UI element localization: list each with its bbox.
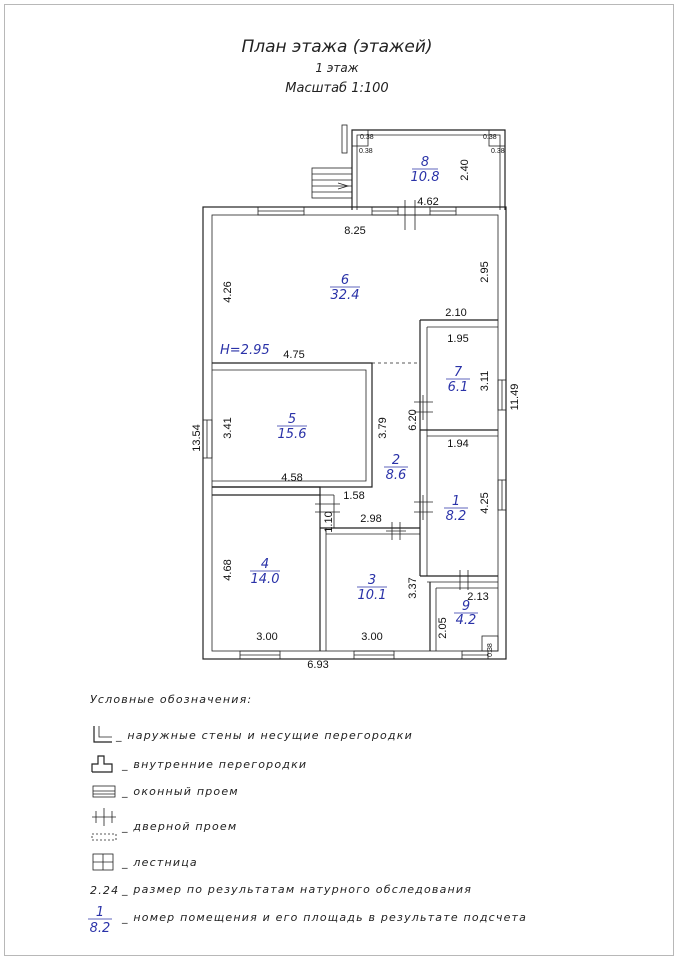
svg-text:_ размер по результатам натурн: _ размер по результатам натурного обслед… xyxy=(121,883,472,896)
svg-text:0.38: 0.38 xyxy=(359,148,373,155)
legend-item-stairs: _ лестница xyxy=(92,853,198,871)
svg-text:_ лестница: _ лестница xyxy=(121,856,198,869)
svg-text:6.1: 6.1 xyxy=(448,380,469,395)
svg-text:3: 3 xyxy=(368,573,376,588)
svg-text:1: 1 xyxy=(96,905,104,920)
svg-text:8.2: 8.2 xyxy=(446,509,467,524)
svg-text:1.94: 1.94 xyxy=(447,438,468,450)
svg-text:4.75: 4.75 xyxy=(283,349,304,361)
svg-text:8.6: 8.6 xyxy=(386,468,407,483)
svg-text:1.58: 1.58 xyxy=(343,490,364,502)
svg-text:2.98: 2.98 xyxy=(360,513,381,525)
legend-item-door: _ дверной проем xyxy=(91,808,237,841)
entrance-stairs xyxy=(311,167,353,199)
svg-text:14.0: 14.0 xyxy=(251,572,280,587)
svg-text:3.00: 3.00 xyxy=(361,631,382,643)
legend-item-room-label: 1 8.2 _ номер помещения и его площадь в … xyxy=(88,905,527,936)
outer-walls xyxy=(202,206,507,660)
entrance-door xyxy=(398,200,430,230)
legend-item-dimension: 2.24 _ размер по результатам натурного о… xyxy=(90,883,472,897)
svg-text:6.20: 6.20 xyxy=(407,409,419,430)
svg-text:1.95: 1.95 xyxy=(447,333,468,345)
svg-text:0.38: 0.38 xyxy=(483,134,497,141)
svg-text:3.37: 3.37 xyxy=(407,577,419,598)
svg-text:1: 1 xyxy=(452,494,460,509)
legend-item-inner-wall: _ внутренние перегородки xyxy=(91,755,307,773)
windows xyxy=(202,206,507,660)
svg-text:4.62: 4.62 xyxy=(417,196,438,208)
svg-text:_ дверной проем: _ дверной проем xyxy=(121,820,237,833)
door-symbol-icon xyxy=(91,808,117,841)
window-symbol-icon xyxy=(92,785,116,798)
svg-text:1.10: 1.10 xyxy=(323,511,335,532)
svg-text:4.2: 4.2 xyxy=(456,613,477,628)
svg-text:2.10: 2.10 xyxy=(445,307,466,319)
svg-text:2.05: 2.05 xyxy=(437,617,449,638)
svg-text:4.68: 4.68 xyxy=(222,559,234,580)
room-2-label: 2 8.6 xyxy=(384,453,408,483)
dimension-labels: 4.62 2.40 0.38 0.38 0.38 0.38 0.38 8.2 5 … xyxy=(191,134,521,671)
svg-text:4.58: 4.58 xyxy=(281,472,302,484)
svg-text:_ оконный проем: _ оконный проем xyxy=(121,785,239,798)
interior-doors xyxy=(315,395,469,590)
svg-text:4.25: 4.25 xyxy=(479,492,491,513)
inner-wall-symbol-icon xyxy=(91,755,113,773)
drawing-sheet xyxy=(4,4,674,956)
svg-text:11.49: 11.49 xyxy=(509,384,521,411)
svg-text:5: 5 xyxy=(288,412,296,427)
scale-label: Масштаб 1:100 xyxy=(285,81,388,96)
svg-text:4: 4 xyxy=(261,557,269,572)
svg-text:13.54: 13.54 xyxy=(191,424,203,452)
svg-text:8: 8 xyxy=(421,155,429,170)
svg-text:8.25: 8.25 xyxy=(344,225,365,237)
svg-text:0.38: 0.38 xyxy=(487,643,494,657)
legend-item-window: _ оконный проем xyxy=(92,785,239,798)
ceiling-height-label: H=2.95 xyxy=(220,343,270,358)
svg-text:9: 9 xyxy=(462,599,470,614)
svg-text:3.00: 3.00 xyxy=(256,631,277,643)
svg-text:_ наружные стены и несущие пер: _ наружные стены и несущие перегородки xyxy=(115,729,413,742)
svg-text:8.2: 8.2 xyxy=(90,921,111,936)
svg-text:15.6: 15.6 xyxy=(278,427,307,442)
svg-text:0.38: 0.38 xyxy=(491,148,505,155)
floor-label: 1 этаж xyxy=(315,61,358,75)
dimension-symbol-icon: 2.24 xyxy=(90,884,119,897)
svg-text:6.93: 6.93 xyxy=(307,659,328,671)
svg-text:3.41: 3.41 xyxy=(222,417,234,438)
svg-text:3.11: 3.11 xyxy=(479,371,491,392)
svg-text:_ номер помещения и его площад: _ номер помещения и его площадь в резуль… xyxy=(121,911,527,924)
room-3-label: 3 10.1 xyxy=(357,573,387,603)
room-6-label: 6 32.4 xyxy=(330,273,360,303)
interior-partitions xyxy=(212,319,499,652)
svg-text:2.13: 2.13 xyxy=(467,591,488,603)
svg-text:6: 6 xyxy=(341,273,349,288)
room-5-label: 5 15.6 xyxy=(277,412,307,442)
room-1-label: 1 8.2 xyxy=(444,494,468,524)
svg-text:0.38: 0.38 xyxy=(360,134,374,141)
legend-heading: Условные обозначения: xyxy=(90,693,252,706)
svg-text:3.79: 3.79 xyxy=(377,417,389,438)
svg-text:_ внутренние перегородки: _ внутренние перегородки xyxy=(121,758,307,771)
svg-text:2: 2 xyxy=(392,453,400,468)
svg-text:2.40: 2.40 xyxy=(459,159,471,180)
svg-text:4.26: 4.26 xyxy=(222,281,234,302)
room-label-symbol-icon: 1 8.2 xyxy=(88,905,112,936)
room-8-label: 8 10.8 xyxy=(411,155,440,185)
svg-text:7: 7 xyxy=(454,365,463,380)
svg-text:10.8: 10.8 xyxy=(411,170,440,185)
svg-text:32.4: 32.4 xyxy=(331,288,360,303)
svg-text:2.95: 2.95 xyxy=(479,261,491,282)
room-9-label: 9 4.2 xyxy=(454,599,478,628)
room-4-label: 4 14.0 xyxy=(250,557,280,587)
plan-title: План этажа (этажей) xyxy=(241,37,432,57)
room-7-label: 7 6.1 xyxy=(446,365,470,395)
outer-wall-symbol-icon xyxy=(93,726,112,743)
svg-text:10.1: 10.1 xyxy=(358,588,387,603)
legend-item-outer-wall: _ наружные стены и несущие перегородки xyxy=(93,726,413,743)
